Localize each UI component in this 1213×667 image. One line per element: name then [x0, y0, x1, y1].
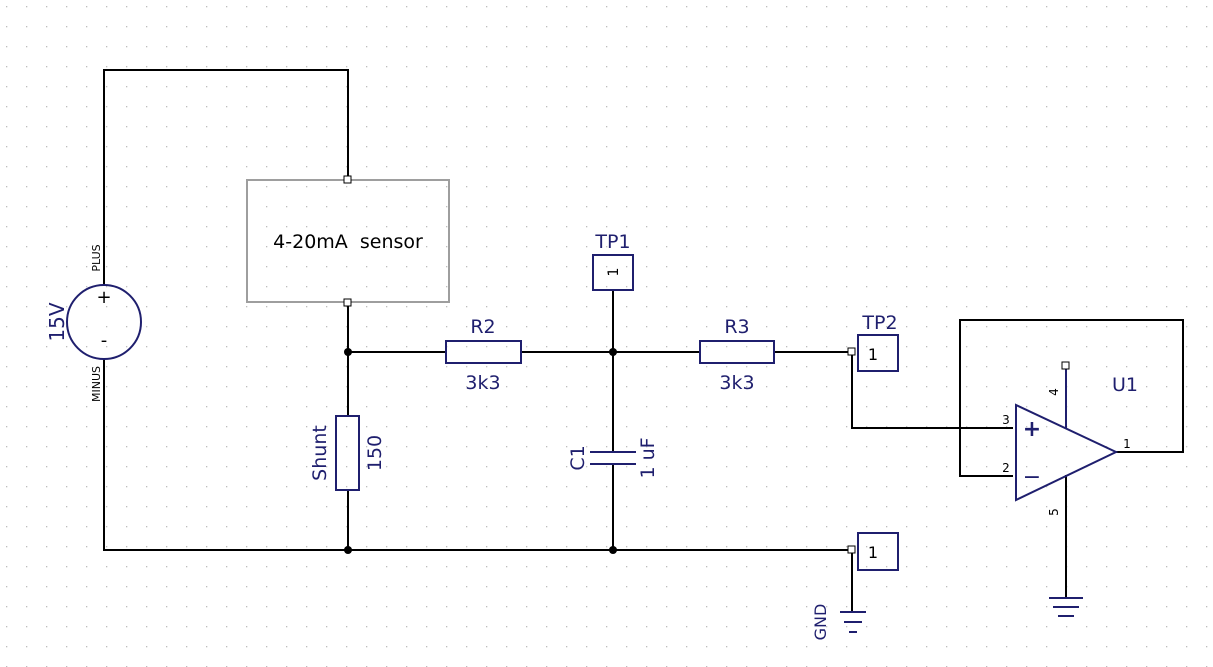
ground-symbol-opamp	[1049, 597, 1083, 617]
opamp-pin5-label: 5	[1047, 508, 1061, 516]
opamp-plus-sign: +	[1023, 417, 1041, 442]
r3-body	[699, 340, 775, 364]
shunt-value-label: 150	[364, 435, 386, 471]
opamp-pin3-label: 3	[1002, 413, 1010, 427]
source-value-label: 15V	[45, 302, 69, 341]
r2-value-label: 3k3	[465, 372, 500, 394]
source-plus-sign: +	[96, 287, 111, 308]
junction-dot	[344, 546, 352, 554]
junction-dot	[344, 348, 352, 356]
sensor-block[interactable]: 4-20mA sensor	[246, 175, 450, 307]
opamp-triangle	[1015, 403, 1119, 502]
r2-body	[445, 340, 522, 364]
tp2-pin-number: 1	[868, 345, 878, 364]
opamp-pin4[interactable]	[1061, 361, 1070, 370]
tp1-ref-label: TP1	[594, 231, 630, 253]
resistor-r2[interactable]: R2 3k3	[445, 316, 522, 394]
r2-ref-label: R2	[470, 316, 495, 338]
opamp-pin4-label: 4	[1047, 388, 1061, 396]
opamp-pin2-label: 2	[1002, 461, 1010, 475]
voltage-source-circle	[66, 284, 142, 360]
source-minus-pin-label: MINUS	[90, 366, 103, 402]
source-minus-sign: -	[101, 330, 108, 351]
tp2-box	[857, 334, 899, 372]
opamp-u1[interactable]: U1 + − 3 2 1 4 5	[1002, 361, 1138, 516]
opamp-pin1-label: 1	[1123, 437, 1131, 451]
wire-opamp-feedback[interactable]	[959, 319, 1184, 477]
junctions	[344, 348, 617, 554]
r3-ref-label: R3	[724, 316, 749, 338]
source-plus-pin-label: PLUS	[90, 244, 103, 271]
ground-symbol-gnd[interactable]: GND	[811, 604, 866, 641]
wire-top-loop[interactable]	[103, 69, 349, 286]
sensor-pin-top[interactable]	[343, 175, 352, 184]
tp3-box	[857, 532, 899, 571]
tp1-box	[592, 254, 634, 291]
test-point-gnd[interactable]: 1	[847, 532, 899, 571]
c1-ref-label: C1	[567, 445, 589, 470]
r3-value-label: 3k3	[719, 372, 754, 394]
test-point-tp1[interactable]: TP1 1	[592, 231, 634, 291]
opamp-ref-label: U1	[1112, 374, 1138, 396]
shunt-ref-label: Shunt	[309, 425, 331, 481]
tp2-ref-label: TP2	[861, 312, 897, 334]
junction-dot	[609, 546, 617, 554]
resistor-r3[interactable]: R3 3k3	[699, 316, 775, 394]
tp1-pin-number: 1	[606, 268, 622, 277]
tp2-pin[interactable]	[847, 347, 856, 356]
voltage-source-15v[interactable]: + - 15V PLUS MINUS	[45, 244, 142, 402]
test-point-tp2[interactable]: TP2 1	[847, 312, 899, 372]
resistor-shunt[interactable]: Shunt 150	[309, 415, 386, 491]
shunt-body	[335, 415, 360, 491]
c1-value-label: 1 uF	[637, 437, 659, 478]
capacitor-c1[interactable]: C1 1 uF	[567, 437, 659, 478]
junction-dot	[609, 348, 617, 356]
sensor-pin-bottom[interactable]	[343, 298, 352, 307]
tp3-pin-number: 1	[868, 543, 878, 562]
wires	[103, 69, 1184, 611]
opamp-minus-sign: −	[1023, 465, 1041, 490]
tp3-pin[interactable]	[847, 545, 856, 554]
wire-tp2-to-opamp-plus[interactable]	[851, 351, 1013, 429]
gnd-label: GND	[811, 604, 830, 641]
wire-ground-rail[interactable]	[103, 359, 853, 551]
sensor-label: 4-20mA sensor	[273, 231, 423, 253]
